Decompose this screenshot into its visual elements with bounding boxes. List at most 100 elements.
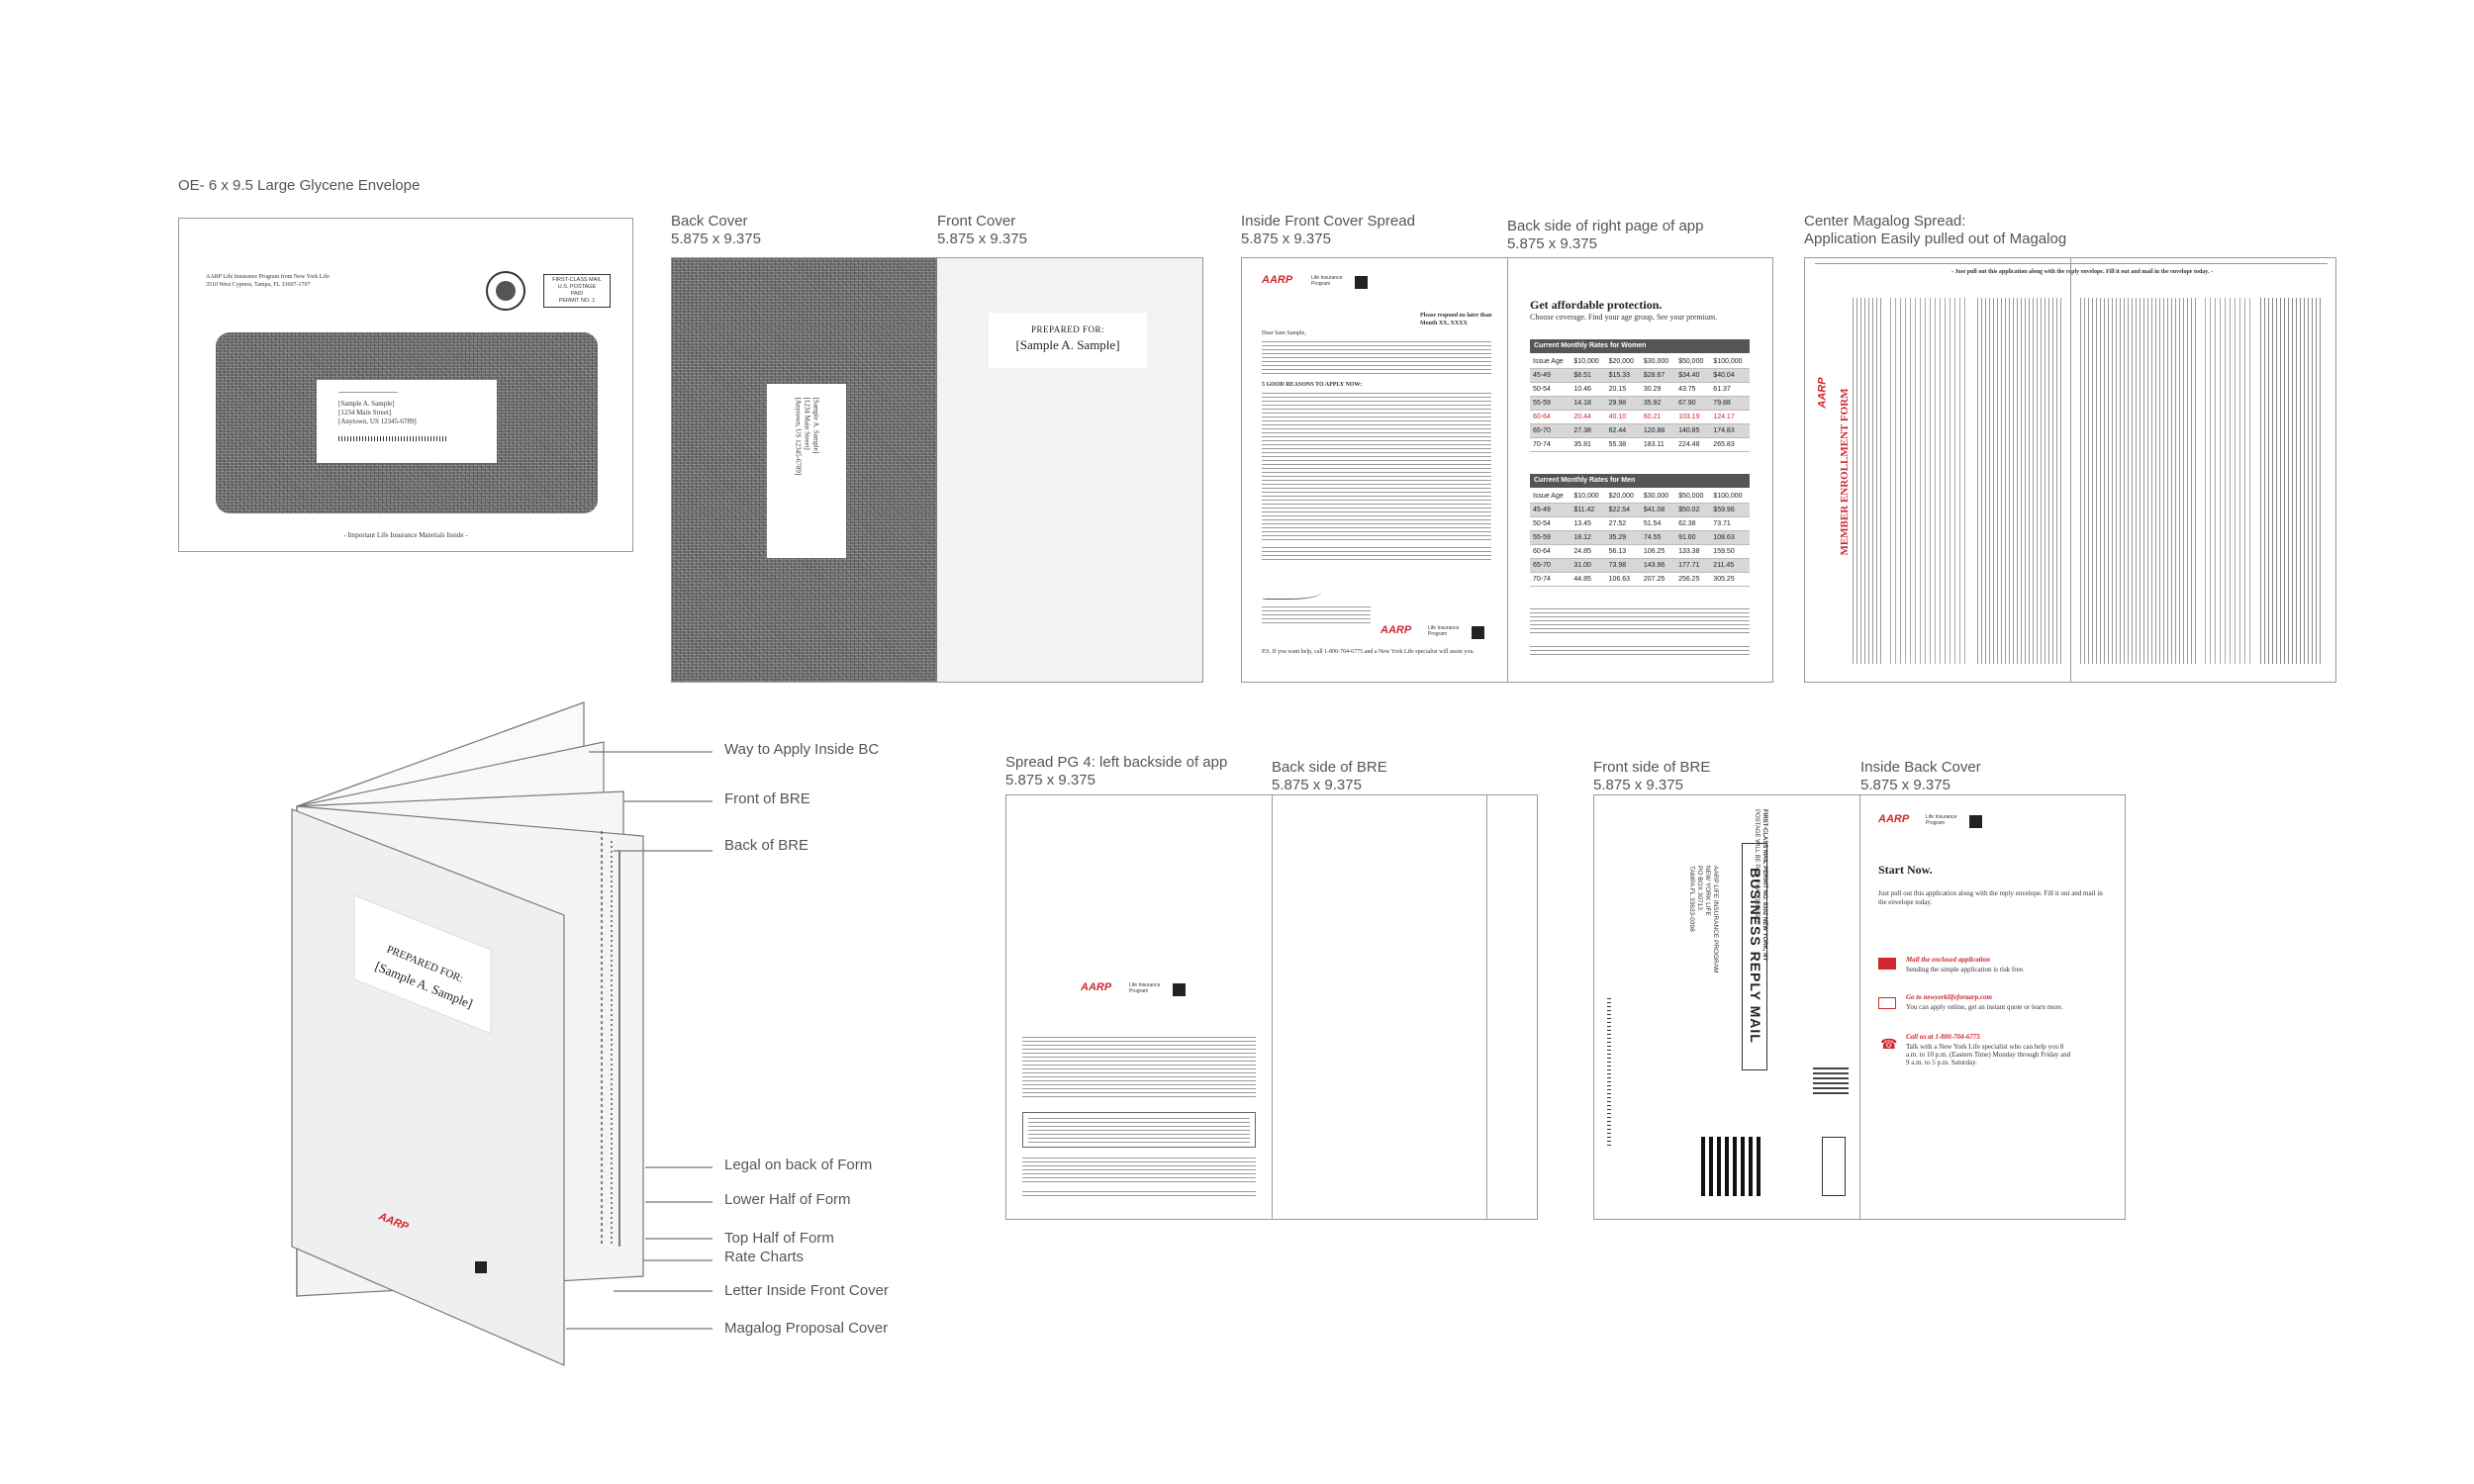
label-inside-back: Inside Back Cover (1860, 759, 1981, 776)
mail-icon (1878, 958, 1896, 970)
callout-cover: Magalog Proposal Cover (724, 1320, 889, 1337)
envelope-return-line: AARP Life Insurance Program from New Yor… (206, 274, 330, 280)
envelope-footer: - Important Life Insurance Materials Ins… (343, 531, 468, 539)
callout-lower-half: Lower Half of Form (724, 1191, 851, 1208)
app-top-note: - Just pull out this application along w… (1951, 269, 2213, 275)
back-cover-address-label: [Sample A. Sample] [1234 Main Street] [A… (767, 384, 846, 558)
label-center-spread: Center Magalog Spread: (1804, 213, 1966, 230)
phone-icon: ☎ (1880, 1036, 1898, 1052)
aarp-logo: AARP (1262, 274, 1293, 286)
bre-paid: POSTAGE WILL BE PAID BY ADDRESSEE (1754, 809, 1760, 925)
cover-spread: [Sample A. Sample] [1234 Main Street] [A… (671, 257, 1203, 683)
program-name: Life Insurance Program (1311, 275, 1343, 287)
label-back-cover-size: 5.875 x 9.375 (671, 231, 761, 247)
legal-box (1022, 1112, 1256, 1148)
rates-headline: Get affordable protection. (1530, 298, 1663, 312)
label-front-cover-size: 5.875 x 9.375 (937, 231, 1027, 247)
postscript: P.S. If you want help, call 1-800-704-67… (1262, 649, 1475, 655)
women-rates-title: Current Monthly Rates for Women (1530, 339, 1750, 353)
bre-address: AARP LIFE INSURANCE PROGRAM NEW YORK LIF… (1688, 866, 1719, 974)
label-center-spread-sub: Application Easily pulled out of Magalog (1804, 231, 2067, 247)
rates-page: Get affordable protection. Choose covera… (1508, 258, 1773, 682)
spread-pg4: AARP Life Insurance Program (1005, 794, 1538, 1220)
callout-legal-form: Legal on back of Form (724, 1157, 873, 1173)
rates-subhead: Choose coverage. Find your age group. Se… (1530, 313, 1718, 322)
label-back-cover: Back Cover (671, 213, 748, 230)
envelope: AARP Life Insurance Program from New Yor… (178, 218, 633, 552)
bre-permit: FIRST-CLASS MAIL PERMIT NO. 8302 NEW YOR… (1761, 809, 1767, 962)
magalog-3d-diagram: PREPARED FOR: [Sample A. Sample] AARP (291, 701, 713, 1366)
callout-lines (566, 751, 713, 1330)
callout-way-to-apply: Way to Apply Inside BC (724, 741, 880, 758)
label-spread4-size: 5.875 x 9.375 (1005, 772, 1095, 788)
callout-front-bre: Front of BRE (724, 790, 810, 807)
form-text-lines (601, 831, 620, 1247)
label-front-bre-size: 5.875 x 9.375 (1593, 777, 1683, 793)
aarp-logo: AARP (1380, 624, 1412, 636)
label-inside-front-size: 5.875 x 9.375 (1241, 231, 1331, 247)
aarp-logo: AARP (1081, 981, 1112, 993)
label-back-right: Back side of right page of app (1507, 218, 1704, 234)
address-line: [Sample A. Sample] (338, 400, 395, 408)
label-spread4: Spread PG 4: left backside of app (1005, 754, 1228, 771)
label-back-bre: Back side of BRE (1272, 759, 1387, 776)
men-rates-title: Current Monthly Rates for Men (1530, 474, 1750, 488)
fim-barcode (1701, 1137, 1760, 1196)
nylife-logo-icon (475, 1261, 487, 1273)
label-back-bre-size: 5.875 x 9.375 (1272, 777, 1362, 793)
label-front-cover: Front Cover (937, 213, 1016, 230)
start-now-title: Start Now. (1878, 863, 1933, 877)
address-line: [Anytown, US 12345-6789] (338, 417, 417, 425)
bre-title-box: BUSINESS REPLY MAIL (1742, 843, 1767, 1070)
letter-page: AARP Life Insurance Program Please respo… (1242, 258, 1507, 682)
postmark-seal-icon (486, 271, 525, 311)
start-now-intro: Just pull out this application along wit… (1878, 889, 2103, 906)
address-line: [1234 Main Street] (338, 409, 392, 417)
phone-heading: Call us at 1-800-704-6775 (1906, 1033, 1980, 1041)
mail-heading: Mail the enclosed application (1906, 956, 1990, 964)
greeting: Dear Sam Sample, (1262, 330, 1306, 336)
postal-barcode (1607, 998, 1611, 1147)
bre-front: BUSINESS REPLY MAIL FIRST-CLASS MAIL PER… (1594, 795, 1859, 1219)
inside-back-cover: AARP Life Insurance Program Start Now. J… (1860, 795, 2126, 1219)
reasons-heading: 5 GOOD REASONS TO APPLY NOW: (1262, 382, 1363, 388)
envelope-window: [Sample A. Sample] [1234 Main Street] [A… (216, 332, 598, 513)
barcode (338, 436, 447, 441)
nylife-logo-icon (1355, 276, 1368, 289)
envelope-return-line: 3510 West Cypress, Tampa, FL 33607-1707 (206, 282, 311, 288)
respond-by: Please respond no later than Month XX, X… (1420, 313, 1492, 326)
label-inside-front: Inside Front Cover Spread (1241, 213, 1415, 230)
table-row: 45-49$8.51$15.33$28.67$34.40$40.04 (1530, 368, 1750, 383)
aarp-logo: AARP (1878, 813, 1910, 825)
label-envelope: OE- 6 x 9.5 Large Glycene Envelope (178, 177, 421, 194)
callout-top-half: Top Half of Form (724, 1230, 834, 1247)
fim-bars (1813, 1067, 1849, 1097)
web-body: You can apply online, get an instant quo… (1906, 1003, 2063, 1011)
envelope-address-label: [Sample A. Sample] [1234 Main Street] [A… (317, 380, 497, 463)
nylife-logo-icon (1173, 983, 1186, 996)
label-inside-back-size: 5.875 x 9.375 (1860, 777, 1951, 793)
front-cover: PREPARED FOR: [Sample A. Sample] (937, 258, 1202, 682)
no-postage-box (1822, 1137, 1846, 1196)
mail-body: Sending the simple application is risk f… (1906, 966, 2025, 974)
table-row: 45-49$11.42$22.54$41.08$50.02$59.96 (1530, 503, 1750, 517)
callout-letter: Letter Inside Front Cover (724, 1282, 889, 1299)
back-cover: [Sample A. Sample] [1234 Main Street] [A… (672, 258, 937, 682)
women-rate-table: Issue Age$10,000$20,000$30,000$50,000$10… (1530, 355, 1750, 452)
center-app-spread: - Just pull out this application along w… (1804, 257, 2336, 683)
callout-back-bre: Back of BRE (724, 837, 809, 854)
app-form-title: MEMBER ENROLLMENT FORM (1839, 388, 1851, 556)
callout-rate-charts: Rate Charts (724, 1249, 805, 1265)
prepared-for-box: PREPARED FOR: [Sample A. Sample] (989, 313, 1147, 368)
bre-inside-back-spread: BUSINESS REPLY MAIL FIRST-CLASS MAIL PER… (1593, 794, 2126, 1220)
laptop-icon (1878, 997, 1896, 1009)
aarp-logo: AARP (1816, 377, 1829, 409)
